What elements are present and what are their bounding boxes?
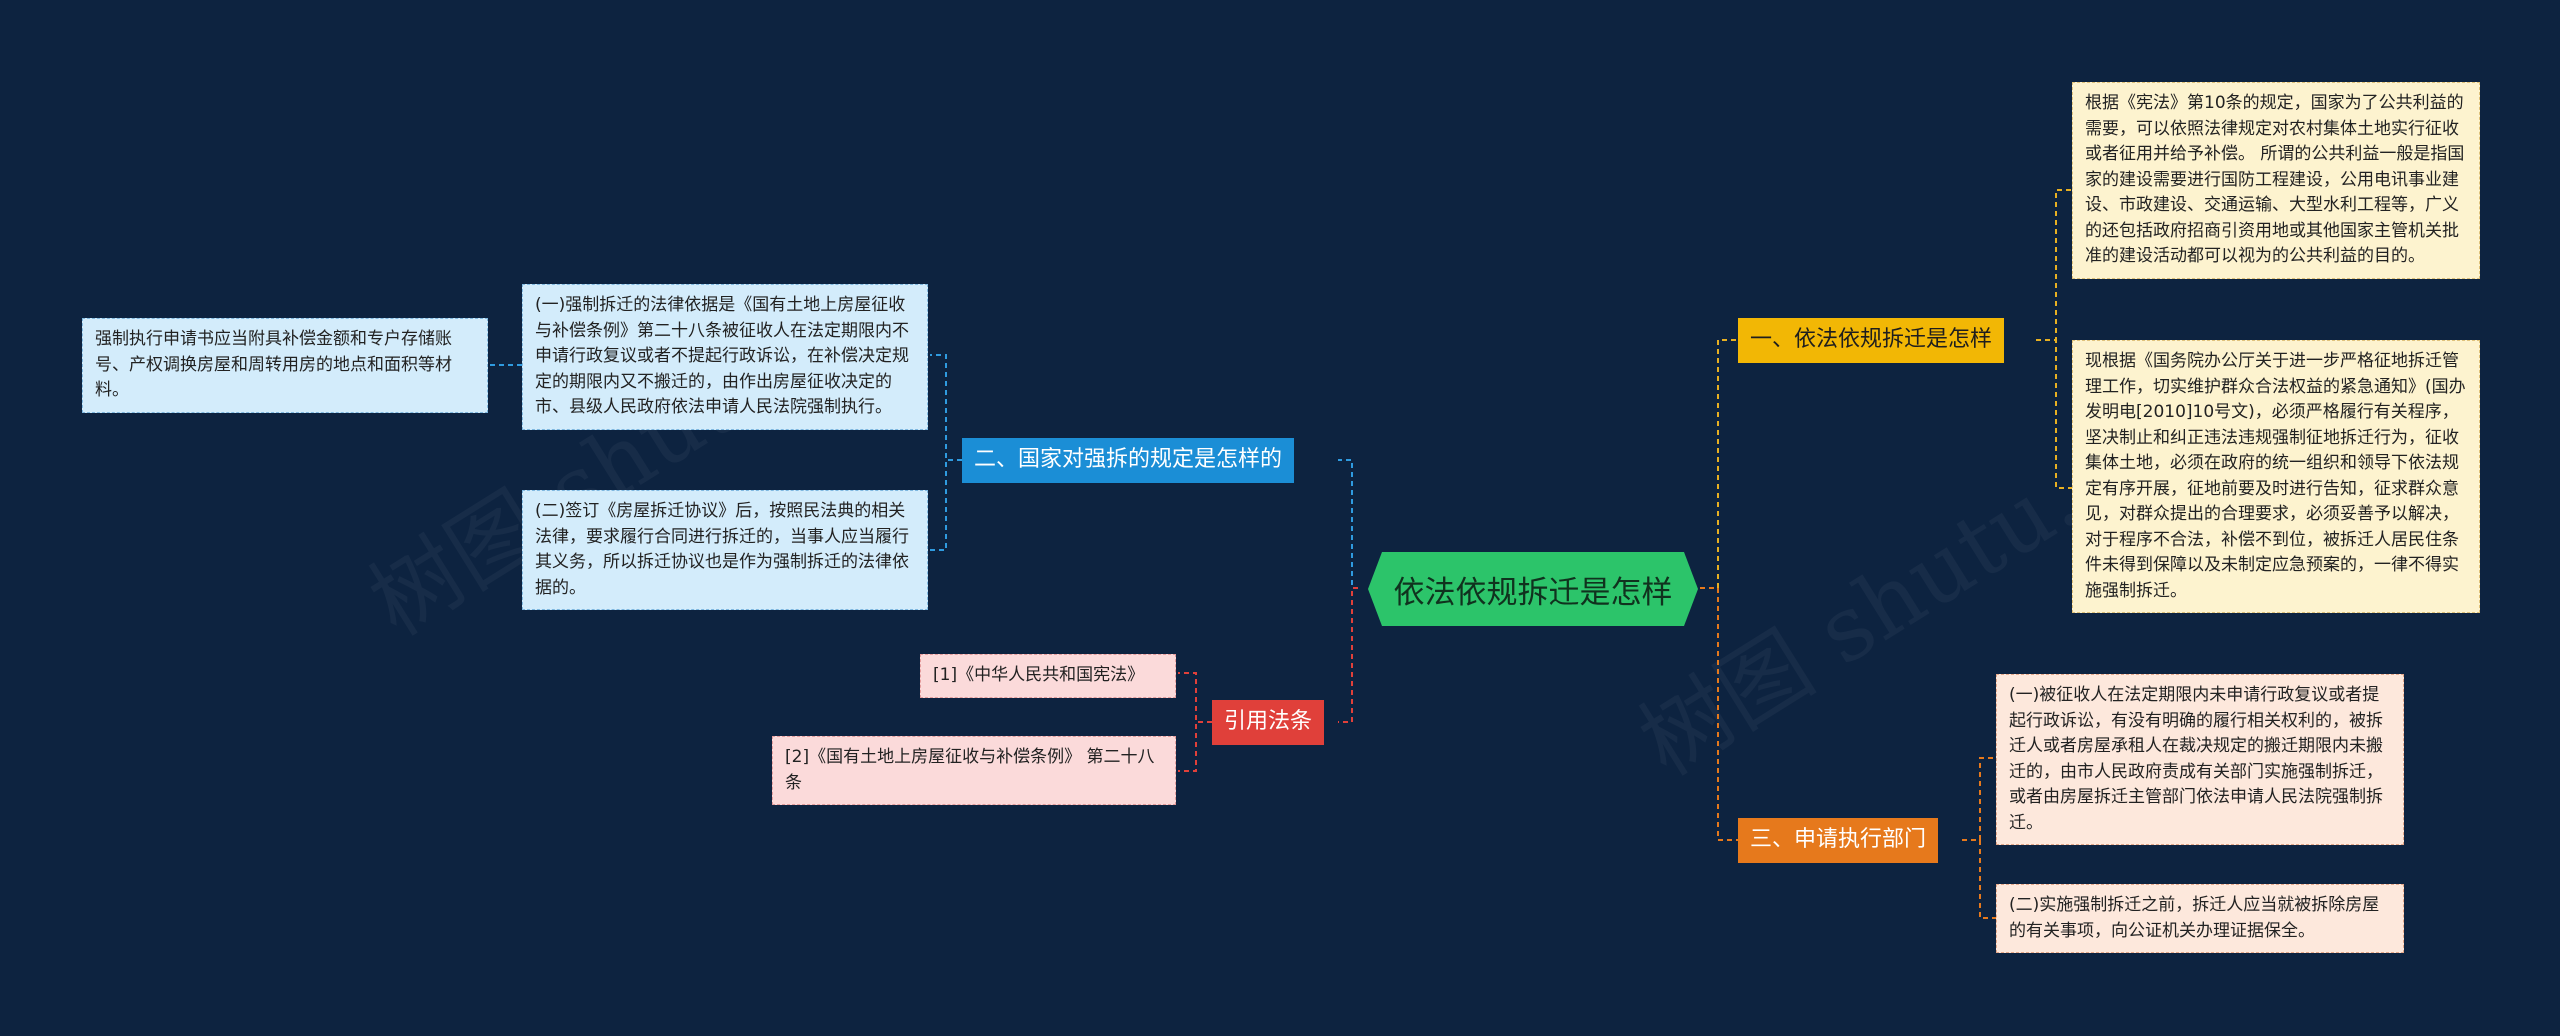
leaf-basis-1-text: 根据《宪法》第10条的规定，国家为了公共利益的需要，可以依照法律规定对农村集体土… xyxy=(2085,93,2465,266)
leaf-legal-1-sub[interactable]: 强制执行申请书应当附具补偿金额和专户存储账号、产权调换房屋和周转用房的地点和面积… xyxy=(82,318,488,413)
link-cite-2 xyxy=(1178,721,1212,772)
link-root-basis xyxy=(1700,339,1738,589)
leaf-cite-1[interactable]: [1]《中华人民共和国宪法》 xyxy=(920,654,1176,698)
root-topic-label: 依法依规拆迁是怎样 xyxy=(1393,574,1673,611)
leaf-cite-2-text: [2]《国有土地上房屋征收与补偿条例》 第二十八条 xyxy=(785,747,1155,793)
branch-legal-rules-label: 二、国家对强拆的规定是怎样的 xyxy=(974,447,1283,472)
link-dept-1 xyxy=(1962,757,1996,841)
leaf-legal-2[interactable]: (二)签订《房屋拆迁协议》后，按照民法典的相关法律，要求履行合同进行拆迁的，当事… xyxy=(522,490,928,610)
branch-cited-laws[interactable]: 引用法条 xyxy=(1212,700,1325,745)
branch-legal-basis[interactable]: 一、依法依规拆迁是怎样 xyxy=(1738,318,2005,363)
link-root-legal xyxy=(1338,459,1358,589)
leaf-dept-1[interactable]: (一)被征收人在法定期限内未申请行政复议或者提起行政诉讼，有没有明确的履行相关权… xyxy=(1996,674,2404,845)
link-legal-leaf1 xyxy=(930,354,962,461)
leaf-legal-2-text: (二)签订《房屋拆迁协议》后，按照民法典的相关法律，要求履行合同进行拆迁的，当事… xyxy=(535,501,909,598)
leaf-dept-1-text: (一)被征收人在法定期限内未申请行政复议或者提起行政诉讼，有没有明确的履行相关权… xyxy=(2009,685,2383,833)
leaf-legal-1-sub-text: 强制执行申请书应当附具补偿金额和专户存储账号、产权调换房屋和周转用房的地点和面积… xyxy=(95,329,452,400)
link-root-cite xyxy=(1338,587,1358,723)
leaf-basis-2[interactable]: 现根据《国务院办公厅关于进一步严格征地拆迁管理工作，切实维护群众合法权益的紧急通… xyxy=(2072,340,2480,613)
link-dept-2 xyxy=(1962,839,1996,919)
leaf-cite-1-text: [1]《中华人民共和国宪法》 xyxy=(933,665,1145,685)
leaf-dept-2[interactable]: (二)实施强制拆迁之前，拆迁人应当就被拆除房屋的有关事项，向公证机关办理证据保全… xyxy=(1996,884,2404,953)
branch-enforcement-dept-label: 三、申请执行部门 xyxy=(1750,827,1927,852)
link-legal-leaf2 xyxy=(930,459,962,551)
link-basis-1 xyxy=(2036,189,2072,341)
branch-cited-laws-label: 引用法条 xyxy=(1224,709,1313,734)
root-topic[interactable]: 依法依规拆迁是怎样 xyxy=(1368,552,1698,626)
leaf-basis-2-text: 现根据《国务院办公厅关于进一步严格征地拆迁管理工作，切实维护群众合法权益的紧急通… xyxy=(2085,351,2466,601)
link-basis-2 xyxy=(2036,339,2072,489)
leaf-legal-1-text: (一)强制拆迁的法律依据是《国有土地上房屋征收与补偿条例》第二十八条被征收人在法… xyxy=(535,295,909,417)
leaf-basis-1[interactable]: 根据《宪法》第10条的规定，国家为了公共利益的需要，可以依照法律规定对农村集体土… xyxy=(2072,82,2480,279)
link-cite-1 xyxy=(1178,672,1212,723)
leaf-cite-2[interactable]: [2]《国有土地上房屋征收与补偿条例》 第二十八条 xyxy=(772,736,1176,805)
leaf-legal-1[interactable]: (一)强制拆迁的法律依据是《国有土地上房屋征收与补偿条例》第二十八条被征收人在法… xyxy=(522,284,928,430)
branch-enforcement-dept[interactable]: 三、申请执行部门 xyxy=(1738,818,1939,863)
link-root-dept xyxy=(1700,587,1738,841)
branch-legal-rules[interactable]: 二、国家对强拆的规定是怎样的 xyxy=(962,438,1295,483)
leaf-dept-2-text: (二)实施强制拆迁之前，拆迁人应当就被拆除房屋的有关事项，向公证机关办理证据保全… xyxy=(2009,895,2380,941)
branch-legal-basis-label: 一、依法依规拆迁是怎样 xyxy=(1750,327,1993,352)
